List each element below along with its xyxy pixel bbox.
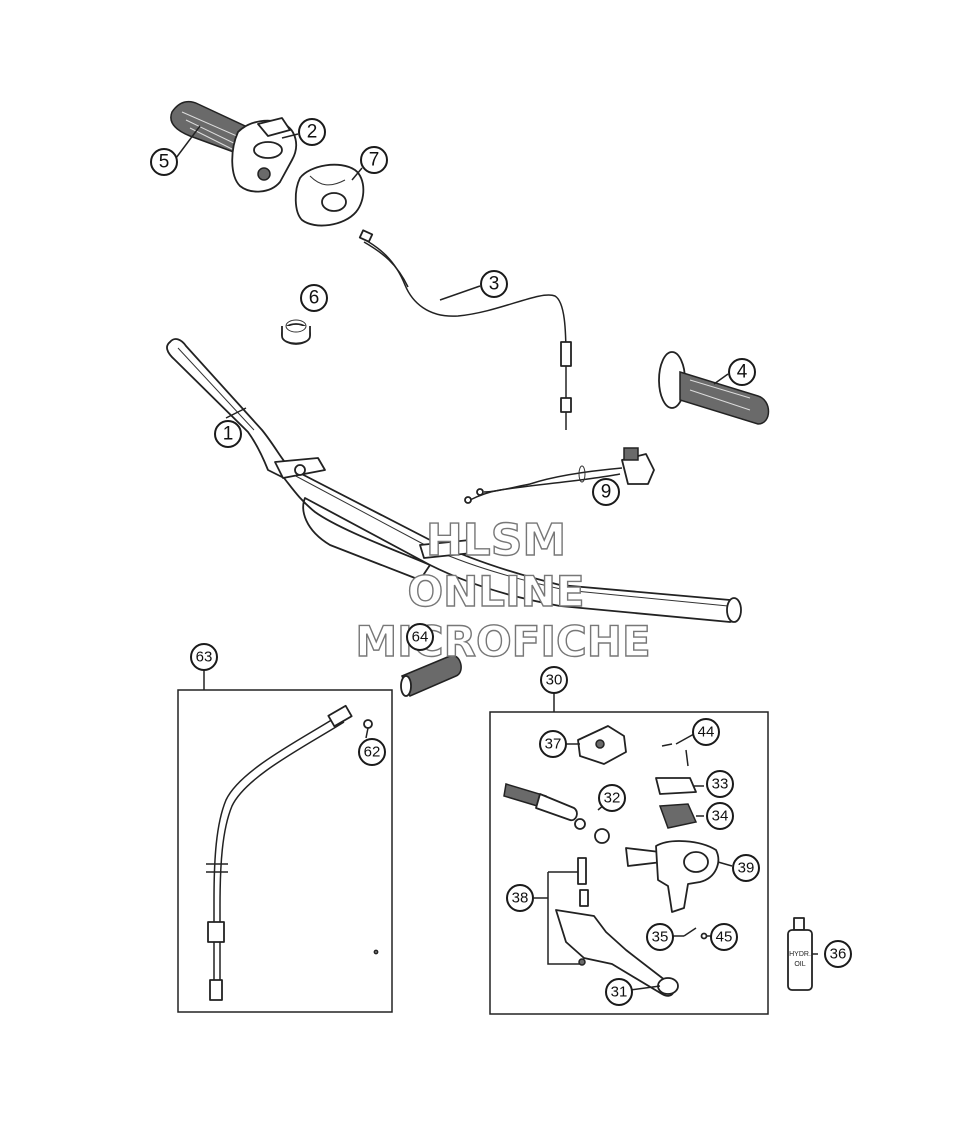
callout-31: 31	[605, 978, 633, 1006]
svg-text:37: 37	[545, 736, 562, 753]
watermark-line2: ONLINE	[407, 567, 584, 616]
callout-4: 4	[728, 358, 756, 386]
box-63	[177, 689, 393, 1013]
callout-2: 2	[298, 118, 326, 146]
svg-text:44: 44	[698, 724, 715, 741]
ring	[281, 319, 311, 345]
svg-text:63: 63	[196, 649, 213, 666]
svg-text:31: 31	[611, 984, 628, 1001]
svg-text:38: 38	[512, 890, 529, 907]
callout-35: 35	[646, 923, 674, 951]
callout-9: 9	[592, 478, 620, 506]
master-cylinder-parts	[503, 725, 720, 997]
callout-62: 62	[358, 738, 386, 766]
svg-text:3: 3	[489, 274, 500, 295]
callout-44: 44	[692, 718, 720, 746]
watermark-line3: MICROFICHE	[355, 617, 650, 666]
left-grip-throttle	[170, 100, 298, 193]
callout-7: 7	[360, 146, 388, 174]
callout-64: 64	[406, 623, 434, 651]
oil-bottle-label-line2: OIL	[794, 961, 805, 968]
svg-text:39: 39	[738, 860, 755, 877]
callout-38: 38	[506, 884, 534, 912]
svg-text:64: 64	[412, 629, 429, 646]
callout-30: 30	[540, 666, 568, 694]
callout-34: 34	[706, 802, 734, 830]
kill-switch	[464, 447, 655, 504]
callout-5: 5	[150, 148, 178, 176]
handlebar-plug	[400, 654, 462, 697]
throttle-cover	[294, 163, 365, 227]
box-30	[489, 711, 769, 1015]
handlebar	[166, 338, 742, 623]
watermark: HLSM ONLINE MICROFICHE	[355, 514, 652, 666]
svg-text:34: 34	[712, 808, 729, 825]
oil-bottle-label-line1: HYDR.	[789, 951, 811, 958]
svg-text:45: 45	[716, 929, 733, 946]
callout-1: 1	[214, 420, 242, 448]
callout-3: 3	[480, 270, 508, 298]
callout-39: 39	[732, 854, 760, 882]
svg-text:2: 2	[307, 122, 318, 143]
svg-text:1: 1	[223, 424, 234, 445]
svg-text:35: 35	[652, 929, 669, 946]
svg-text:62: 62	[364, 744, 381, 761]
callout-63: 63	[190, 643, 218, 671]
callouts: 1 2 3 4 5 6 7 9 30 31 32 33 34 35 36 37 …	[150, 118, 852, 1006]
callout-36: 36	[824, 940, 852, 968]
callout-45: 45	[710, 923, 738, 951]
hydraulic-oil-bottle: HYDR. OIL	[787, 917, 813, 991]
svg-text:7: 7	[369, 150, 380, 171]
svg-text:33: 33	[712, 776, 729, 793]
throttle-cable	[358, 229, 572, 430]
callout-6: 6	[300, 284, 328, 312]
callout-33: 33	[706, 770, 734, 798]
svg-text:9: 9	[601, 482, 612, 503]
watermark-line1: HLSM	[426, 515, 566, 566]
svg-text:5: 5	[159, 152, 170, 173]
right-grip	[658, 351, 770, 425]
svg-text:4: 4	[737, 362, 748, 383]
callout-37: 37	[539, 730, 567, 758]
svg-text:30: 30	[546, 672, 563, 689]
svg-text:6: 6	[309, 288, 320, 309]
callout-32: 32	[598, 784, 626, 812]
clutch-cable	[206, 704, 379, 1001]
svg-text:32: 32	[604, 790, 621, 807]
svg-text:36: 36	[830, 946, 847, 963]
